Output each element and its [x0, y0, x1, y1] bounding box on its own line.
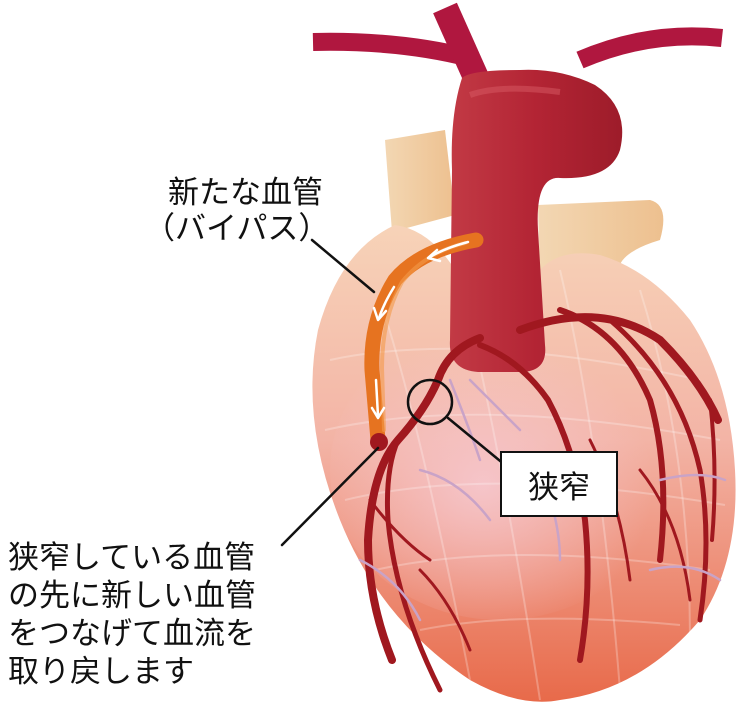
bypass-leader-line [310, 238, 376, 294]
small-vessels [358, 378, 727, 622]
stenosis-marker-circle [406, 378, 454, 426]
aortic-branches [312, 2, 723, 88]
description-line-1: 狭窄している血管 [8, 540, 256, 576]
description-line-2: の先に新しい血管 [8, 578, 256, 614]
stenosis-label: 狭窄 [528, 469, 590, 506]
leader-lines [280, 238, 507, 547]
description-leader-line [280, 446, 380, 547]
flow-arrows [370, 240, 470, 420]
description-line-3: をつなげて血流を [8, 616, 256, 652]
description-line-4: 取り戻します [8, 654, 194, 690]
bypass-label-line1: 新たな血管 [168, 175, 323, 211]
aorta [449, 69, 623, 372]
bypass-label-line2: （バイパス） [144, 211, 330, 247]
stenosis-leader-line [446, 416, 507, 467]
stenosis-label-box: 狭窄 [500, 451, 618, 517]
